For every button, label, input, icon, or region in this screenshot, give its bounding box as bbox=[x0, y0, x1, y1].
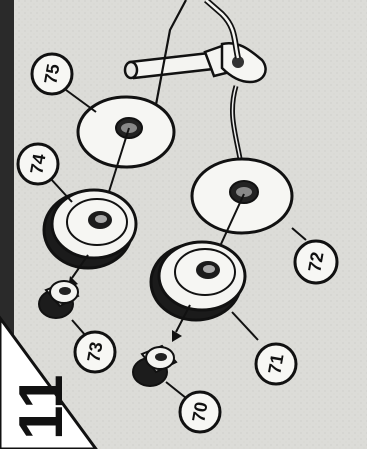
leader-lines bbox=[49, 89, 307, 399]
callout-71: 71 bbox=[254, 342, 298, 386]
axis-line-74-73 bbox=[71, 254, 89, 279]
axis-line-71-70 bbox=[175, 304, 191, 333]
part-74-flanged-bushing bbox=[42, 188, 138, 270]
part-73-spacer bbox=[38, 280, 80, 319]
callout-label-73: 73 bbox=[83, 340, 106, 363]
step-corner-panel bbox=[0, 315, 98, 449]
step-number: 11 bbox=[7, 374, 76, 440]
callout-75: 75 bbox=[30, 52, 74, 96]
callout-label-71: 71 bbox=[264, 352, 287, 375]
tensioner-tool bbox=[123, 0, 267, 131]
part-75-washer bbox=[76, 95, 176, 169]
part-71-flanged-bushing bbox=[149, 240, 247, 322]
callout-label-70: 70 bbox=[188, 400, 211, 423]
callout-73: 73 bbox=[73, 330, 117, 374]
callout-label-74: 74 bbox=[26, 152, 49, 175]
callout-72: 72 bbox=[293, 239, 339, 285]
arrow-head-70 bbox=[172, 330, 182, 342]
callout-label-75: 75 bbox=[40, 62, 63, 85]
callout-label-72: 72 bbox=[304, 250, 327, 273]
part-70-spacer bbox=[132, 344, 178, 387]
callout-70: 70 bbox=[178, 390, 222, 434]
callout-74: 74 bbox=[16, 142, 60, 186]
